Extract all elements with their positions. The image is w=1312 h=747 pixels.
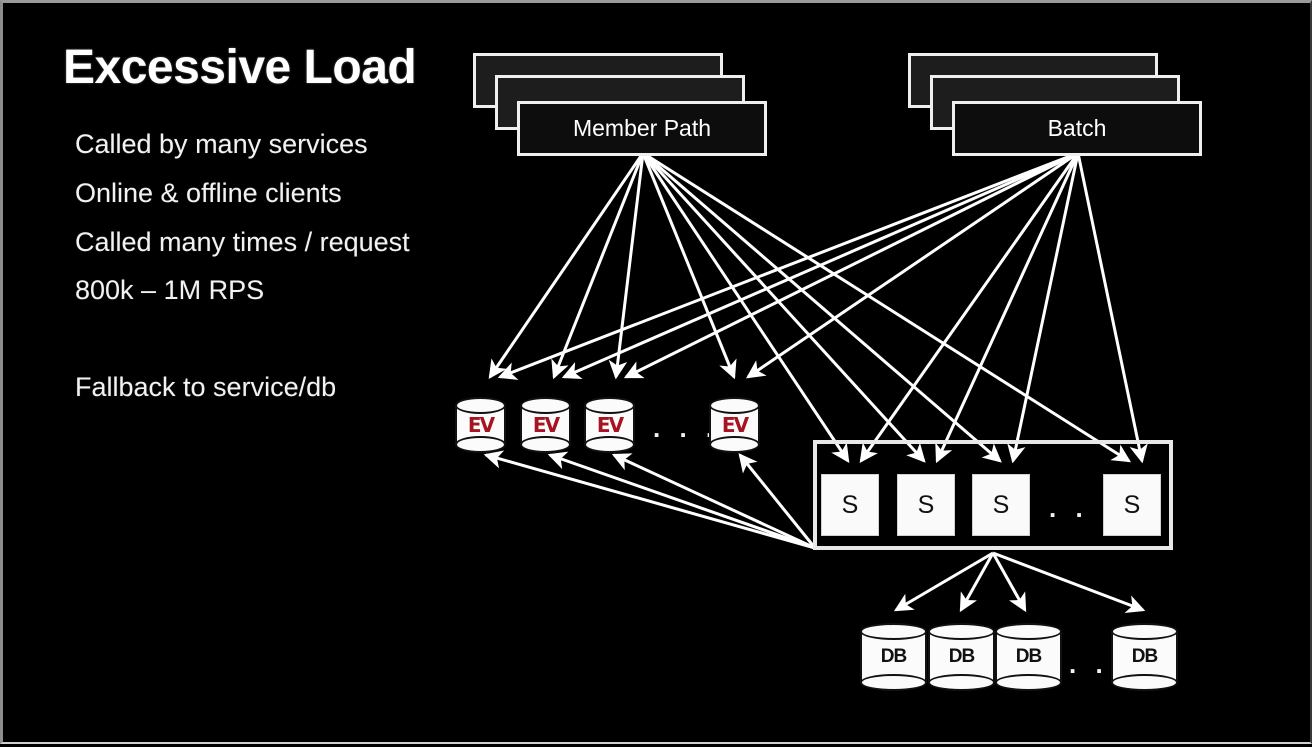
cylinder-top bbox=[1111, 623, 1178, 640]
service-cluster-container bbox=[813, 440, 1173, 550]
batch-box-front[interactable]: Batch bbox=[952, 101, 1202, 156]
bullet-item-0: Called by many services bbox=[75, 129, 368, 159]
voldemort-node-label: EV bbox=[467, 413, 495, 437]
voldemort-node-1[interactable]: EV bbox=[455, 397, 506, 453]
voldemort-node-label: EV bbox=[596, 413, 624, 437]
cylinder-body bbox=[1111, 631, 1178, 683]
database-node-3[interactable]: DB bbox=[995, 623, 1062, 691]
service-node-2[interactable]: S bbox=[897, 474, 955, 536]
voldemort-node-label: EV bbox=[532, 413, 560, 437]
batch-label: Batch bbox=[1047, 115, 1107, 141]
database-node-2[interactable]: DB bbox=[928, 623, 995, 691]
cylinder-top bbox=[928, 623, 995, 640]
member-path-box-front[interactable]: Member Path bbox=[517, 101, 767, 156]
cylinder-bottom bbox=[709, 436, 760, 453]
voldemort-node-2[interactable]: EV bbox=[520, 397, 571, 453]
service-node-1[interactable]: S bbox=[821, 474, 879, 536]
cylinder-bottom bbox=[455, 436, 506, 453]
bullet-item-1: Online & offline clients bbox=[75, 178, 342, 208]
service-node-label: S bbox=[841, 490, 859, 519]
bullet-item-2: Called many times / request bbox=[75, 227, 410, 257]
cylinder-top bbox=[709, 397, 760, 414]
service-node-label: S bbox=[992, 490, 1010, 519]
cylinder-bottom bbox=[1111, 674, 1178, 691]
service-node-4[interactable]: S bbox=[1103, 474, 1161, 536]
voldemort-tier-ellipsis: . . . bbox=[653, 413, 720, 443]
cylinder-top bbox=[584, 397, 635, 414]
bullet-item-3: 800k – 1M RPS bbox=[75, 275, 265, 305]
service-node-label: S bbox=[1123, 490, 1141, 519]
cylinder-bottom bbox=[995, 674, 1062, 691]
database-node-label: DB bbox=[948, 646, 975, 667]
database-node-label: DB bbox=[1131, 646, 1158, 667]
service-node-3[interactable]: S bbox=[972, 474, 1030, 536]
cylinder-top bbox=[860, 623, 927, 640]
voldemort-node-label: EV bbox=[721, 413, 749, 437]
database-node-label: DB bbox=[1015, 646, 1042, 667]
cylinder-top bbox=[995, 623, 1062, 640]
database-node-4[interactable]: DB bbox=[1111, 623, 1178, 691]
service-tier-ellipsis: . . . bbox=[1049, 493, 1116, 523]
voldemort-node-3[interactable]: EV bbox=[584, 397, 635, 453]
cylinder-bottom bbox=[860, 674, 927, 691]
voldemort-node-4[interactable]: EV bbox=[709, 397, 760, 453]
cylinder-bottom bbox=[584, 436, 635, 453]
page-title: Excessive Load bbox=[63, 41, 417, 94]
database-node-label: DB bbox=[880, 646, 907, 667]
service-node-label: S bbox=[917, 490, 935, 519]
cylinder-bottom bbox=[928, 674, 995, 691]
database-node-1[interactable]: DB bbox=[860, 623, 927, 691]
cylinder-top bbox=[455, 397, 506, 414]
cylinder-bottom bbox=[520, 436, 571, 453]
bullet-item-4: Fallback to service/db bbox=[75, 372, 337, 402]
cylinder-top bbox=[520, 397, 571, 414]
member-path-label: Member Path bbox=[572, 115, 712, 141]
